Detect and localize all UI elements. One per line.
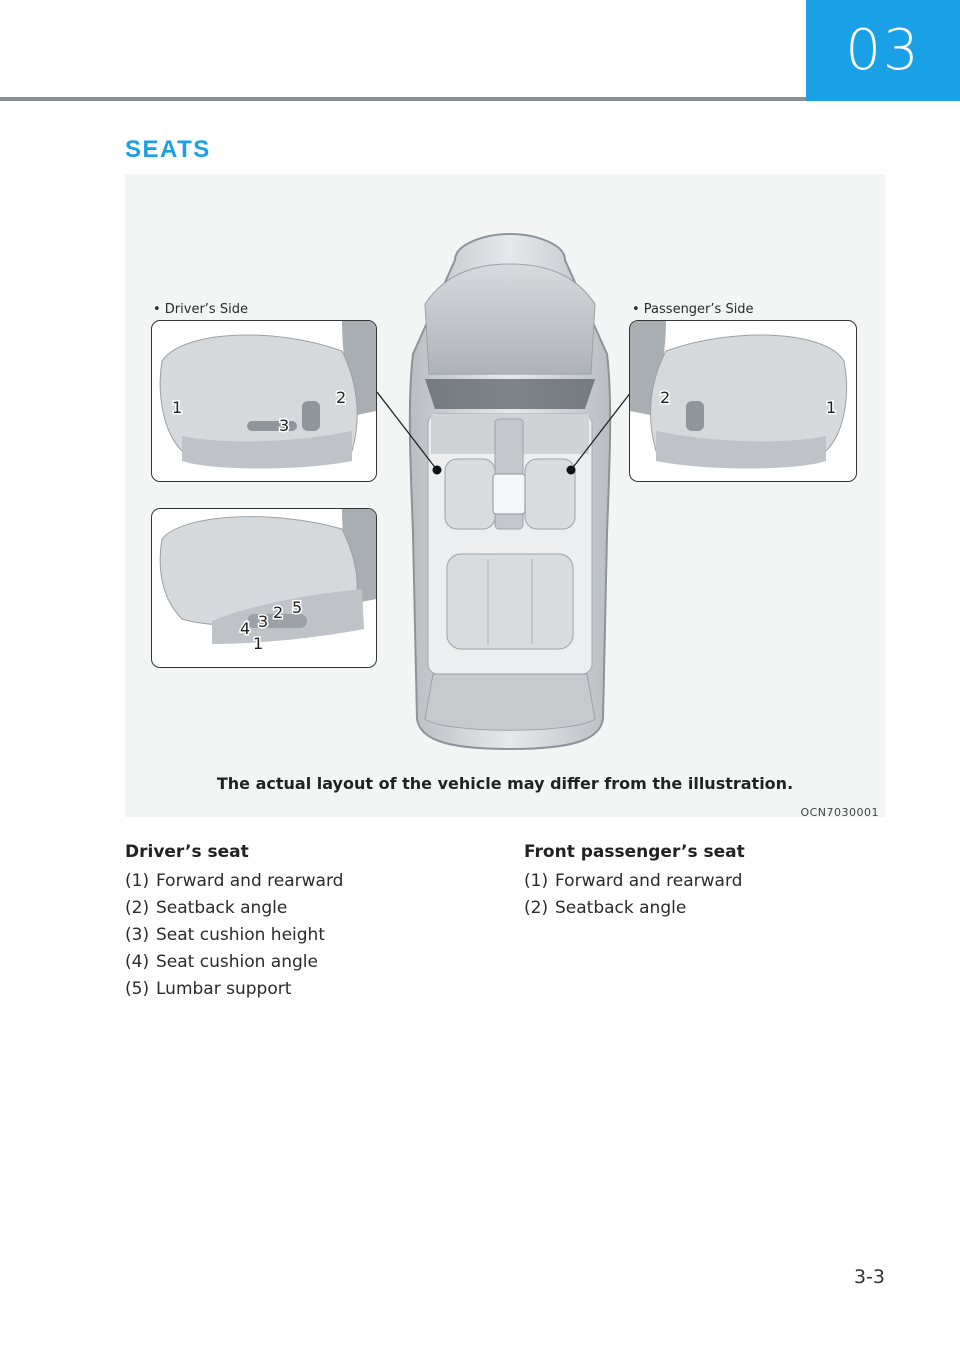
item-number: (1) [524, 868, 555, 895]
callout-2: 2 [273, 603, 283, 622]
item-number: (2) [125, 895, 156, 922]
chapter-tab: 03 [806, 0, 960, 101]
callout-3: 3 [258, 612, 268, 631]
item-text: Seat cushion height [156, 925, 325, 945]
drivers-side-label: • Driver’s Side [153, 302, 248, 317]
list-item: (5)Lumbar support [125, 976, 455, 1003]
header-rule [0, 97, 806, 101]
item-text: Seatback angle [555, 898, 686, 918]
list-item: (2)Seatback angle [125, 895, 455, 922]
passenger-seat-pointer-dot [567, 466, 576, 475]
list-item: (3)Seat cushion height [125, 922, 455, 949]
drivers-seat-list: Driver’s seat (1)Forward and rearward (2… [125, 842, 455, 1003]
drivers-seat-upper-drawing: 1 2 3 [152, 321, 376, 481]
list-item: (2)Seatback angle [524, 895, 854, 922]
callout-2: 2 [660, 388, 670, 407]
driver-seat-pointer-dot [433, 466, 442, 475]
item-number: (3) [125, 922, 156, 949]
page-number: 3-3 [854, 1266, 885, 1288]
callout-3: 3 [279, 416, 289, 435]
drivers-seat-heading: Driver’s seat [125, 842, 455, 862]
passengers-seat-drawing: 2 1 [630, 321, 856, 481]
list-item: (1)Forward and rearward [524, 868, 854, 895]
chapter-number: 03 [845, 18, 920, 83]
item-number: (1) [125, 868, 156, 895]
callout-4: 4 [240, 619, 250, 638]
item-text: Seat cushion angle [156, 952, 318, 972]
passengers-side-label: • Passenger’s Side [632, 302, 754, 317]
callout-2: 2 [336, 388, 346, 407]
item-number: (4) [125, 949, 156, 976]
item-number: (5) [125, 976, 156, 1003]
callout-1: 1 [253, 634, 263, 653]
item-text: Lumbar support [156, 979, 291, 999]
item-text: Seatback angle [156, 898, 287, 918]
drivers-seat-lower-inset: 4 3 2 5 1 [151, 508, 377, 668]
item-text: Forward and rearward [156, 871, 343, 891]
figure-code: OCN7030001 [800, 806, 879, 819]
front-passengers-seat-heading: Front passenger’s seat [524, 842, 854, 862]
section-title: SEATS [125, 136, 211, 164]
item-number: (2) [524, 895, 555, 922]
callout-1: 1 [172, 398, 182, 417]
item-text: Forward and rearward [555, 871, 742, 891]
drivers-seat-lower-drawing: 4 3 2 5 1 [152, 509, 376, 667]
callout-1: 1 [826, 398, 836, 417]
list-item: (4)Seat cushion angle [125, 949, 455, 976]
front-passengers-seat-list: Front passenger’s seat (1)Forward and re… [524, 842, 854, 922]
figure-caption: The actual layout of the vehicle may dif… [125, 774, 885, 793]
passengers-seat-inset: 2 1 [629, 320, 857, 482]
list-item: (1)Forward and rearward [125, 868, 455, 895]
seats-illustration: • Driver’s Side • Passenger’s Side 1 2 3… [125, 174, 885, 817]
car-top-view [125, 174, 885, 817]
callout-5: 5 [292, 598, 302, 617]
drivers-seat-upper-inset: 1 2 3 [151, 320, 377, 482]
